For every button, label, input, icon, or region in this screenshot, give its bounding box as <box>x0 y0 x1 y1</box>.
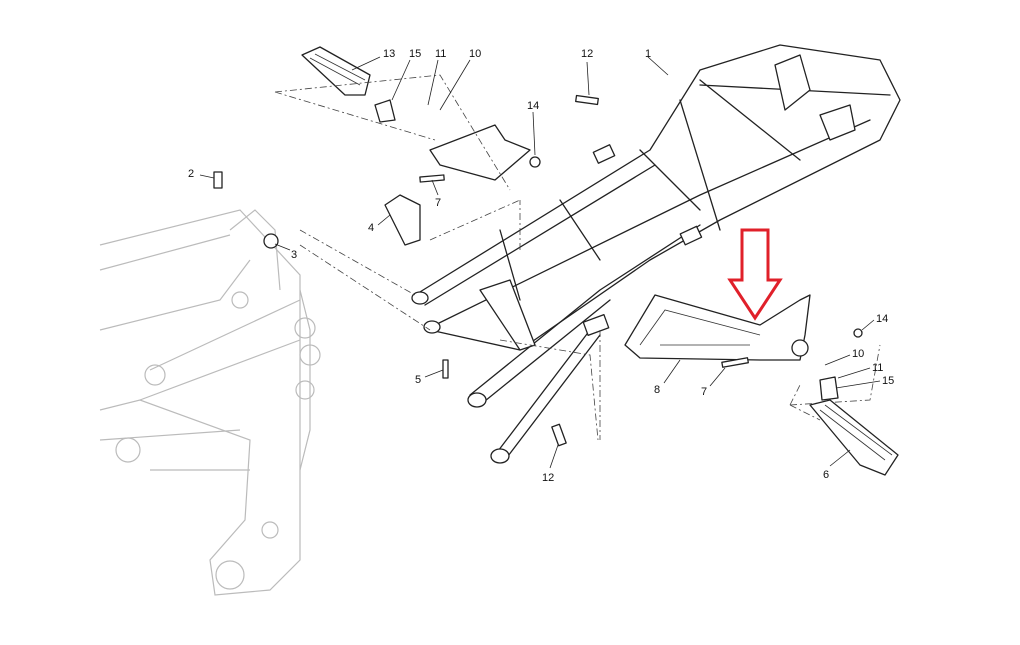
callout-12: 12 <box>581 48 593 60</box>
callout-15-right: 15 <box>882 375 894 387</box>
leader-lines <box>199 56 881 469</box>
main-frame-ghost <box>99 209 321 596</box>
callout-2: 2 <box>188 168 194 180</box>
callout-6: 6 <box>823 469 829 481</box>
callout-7-right: 7 <box>701 386 707 398</box>
callout-11-right: 11 <box>872 362 883 374</box>
callout-4: 4 <box>368 222 374 234</box>
callout-8: 8 <box>654 384 660 396</box>
callout-12-lower: 12 <box>542 472 554 484</box>
callout-7: 7 <box>435 197 441 209</box>
callout-14: 14 <box>527 100 539 112</box>
callout-14-right: 14 <box>876 313 888 325</box>
callout-labels: 13 15 11 10 12 1 14 2 3 4 7 5 12 8 7 14 … <box>188 48 894 484</box>
callout-10-right: 10 <box>852 348 864 360</box>
callout-10: 10 <box>469 48 481 60</box>
dash-lines <box>274 74 881 441</box>
callout-15: 15 <box>409 48 421 60</box>
callout-11: 11 <box>435 48 446 60</box>
rear-subframe <box>411 44 901 464</box>
right-footpeg-assembly <box>624 294 899 476</box>
callout-1: 1 <box>645 48 651 60</box>
callout-5: 5 <box>415 374 421 386</box>
callout-13: 13 <box>383 48 395 60</box>
left-footpeg-assembly <box>213 46 599 447</box>
highlight-arrow-icon <box>727 228 783 321</box>
callout-3: 3 <box>291 249 297 261</box>
